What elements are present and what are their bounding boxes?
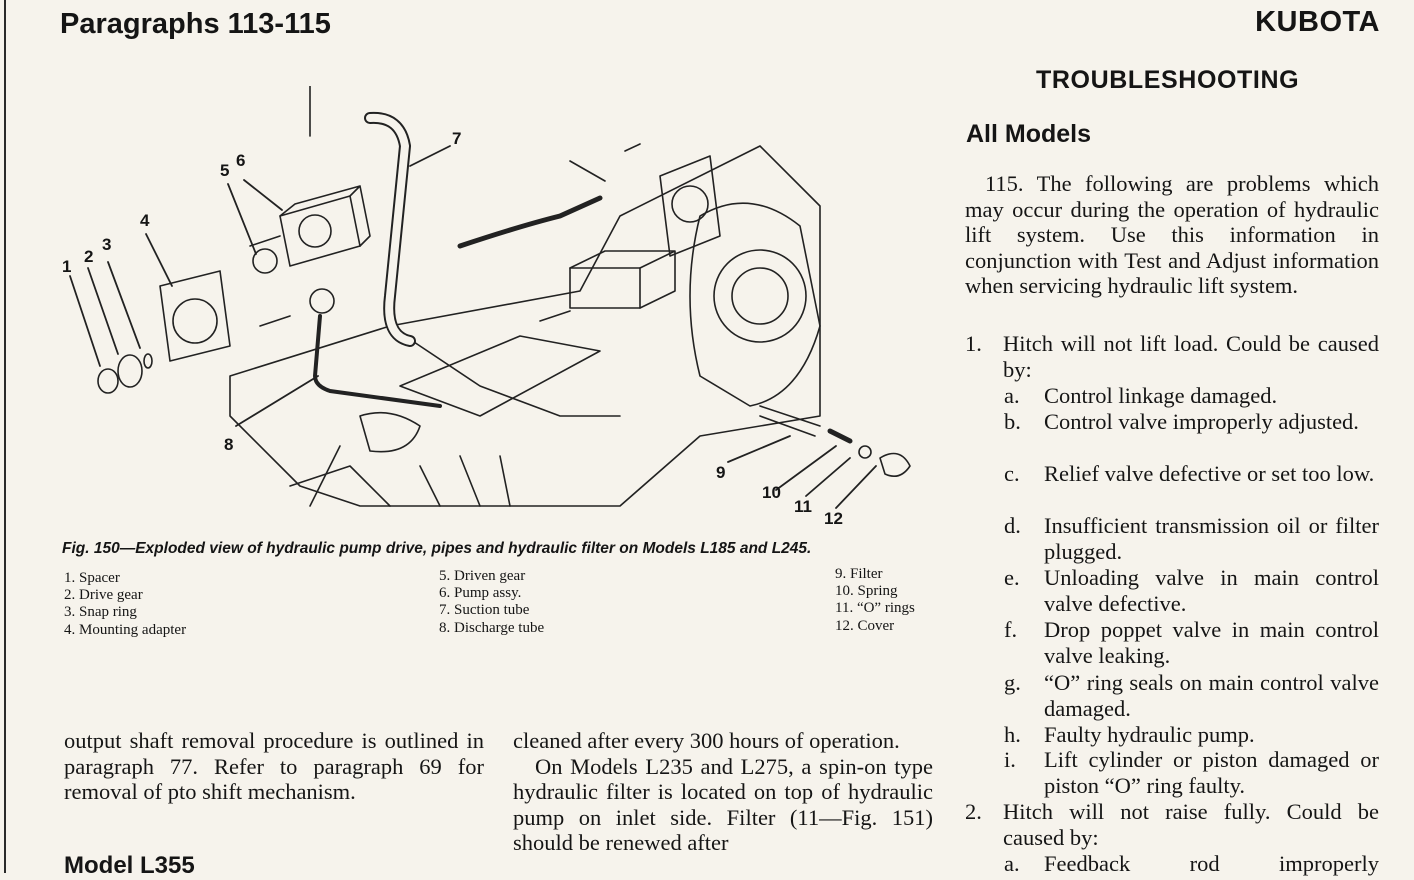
callout-8: 8 — [224, 435, 233, 454]
section-title: TROUBLESHOOTING — [1036, 66, 1300, 94]
callout-7: 7 — [452, 129, 461, 148]
list-subitem-text: Feedback rod improperly — [1044, 851, 1379, 876]
list-subitem-text: Faulty hydraulic pump. — [1044, 722, 1255, 747]
list-subitem-text: Control linkage damaged. — [1044, 383, 1278, 408]
list-subitem-text: Unloading valve in main control valve de… — [1044, 565, 1379, 616]
list-subitem-text: Relief valve defective or set too low. — [1044, 461, 1375, 486]
list-subitem-text: Control valve improperly adjusted. — [1044, 409, 1359, 434]
list-letter: i. — [1004, 747, 1016, 772]
legend-item: 8. Discharge tube — [439, 619, 545, 636]
list-subitem: h. Faulty hydraulic pump. — [1004, 722, 1379, 748]
troubleshooting-intro: 115. The following are problems which ma… — [965, 171, 1379, 299]
list-subitem: a. Control linkage damaged. — [1004, 383, 1379, 409]
callout-6: 6 — [236, 151, 245, 170]
callout-5: 5 — [220, 161, 229, 180]
paragraph: cleaned after every 300 hours of operati… — [513, 728, 900, 753]
mounting-adapter — [159, 270, 231, 362]
callout-10: 10 — [762, 483, 781, 502]
paragraph: 115. The following are problems which ma… — [965, 171, 1379, 299]
discharge-tube — [313, 314, 442, 408]
figure-legend-col2: 5. Driven gear 6. Pump assy. 7. Suction … — [439, 568, 544, 637]
list-letter: h. — [1004, 722, 1021, 747]
list-subitem-text: Lift cylinder or piston damaged or pisto… — [1044, 747, 1379, 798]
spacer — [97, 368, 119, 394]
callout-1: 1 — [62, 257, 71, 276]
callout-3: 3 — [102, 235, 111, 254]
housing-outline — [229, 145, 821, 507]
list-subitem: i. Lift cylinder or piston damaged or pi… — [1004, 747, 1379, 798]
list-number: 1. — [965, 331, 982, 356]
legend-item: 4. Mounting adapter — [64, 621, 187, 638]
figure-caption: Fig. 150—Exploded view of hydraulic pump… — [62, 540, 812, 557]
list-subitem-text: Insufficient transmission oil or filter … — [1044, 513, 1379, 564]
list-subitem-text: “O” ring seals on main control valve dam… — [1044, 670, 1379, 721]
callout-9: 9 — [716, 463, 725, 482]
list-number: 2. — [965, 799, 982, 824]
list-letter: c. — [1004, 461, 1020, 486]
callout-12: 12 — [824, 509, 843, 528]
subsection-title: All Models — [966, 120, 1092, 148]
list-subitem: c. Relief valve defective or set too low… — [1004, 461, 1379, 487]
filter-element — [759, 405, 821, 437]
filter-cover — [879, 452, 911, 477]
list-letter: f. — [1004, 617, 1018, 642]
exploded-view-illustration: 1 2 3 4 5 6 7 8 9 10 11 12 — [62, 86, 911, 528]
figure-legend-col3: 9. Filter 10. Spring 11. “O” rings 12. C… — [835, 566, 915, 635]
callout-2: 2 — [84, 247, 93, 266]
brand-header: KUBOTA — [1255, 6, 1380, 38]
column-1-text: output shaft removal procedure is outlin… — [64, 728, 484, 805]
paragraph: output shaft removal procedure is outlin… — [64, 728, 484, 805]
legend-item: 7. Suction tube — [439, 602, 530, 619]
legend-item: 11. “O” rings — [835, 600, 915, 617]
legend-item: 1. Spacer — [64, 570, 120, 586]
drive-gear — [117, 354, 143, 388]
legend-item: 5. Driven gear — [439, 568, 526, 584]
legend-item: 3. Snap ring — [64, 604, 137, 621]
list-letter: a. — [1004, 383, 1020, 408]
legend-item: 6. Pump assy. — [439, 585, 522, 602]
section-heading-model: Model L355 — [64, 852, 195, 879]
paragraph: On Models L235 and L275, a spin-on type … — [513, 753, 933, 856]
list-item-text: Hitch will not lift load. Could be cause… — [1003, 331, 1379, 382]
list-item: 2. Hitch will not raise fully. Could be … — [965, 799, 1379, 850]
list-item: 1. Hitch will not lift load. Could be ca… — [965, 331, 1379, 382]
legend-item: 10. Spring — [835, 583, 898, 600]
legend-item: 2. Drive gear — [64, 587, 143, 604]
legend-item: 12. Cover — [835, 617, 895, 634]
page-edge-rule — [4, 0, 6, 873]
column-2-text: cleaned after every 300 hours of operati… — [513, 728, 933, 856]
callout-4: 4 — [140, 211, 150, 230]
rear-cover-plate — [689, 202, 821, 407]
list-letter: e. — [1004, 565, 1020, 590]
list-letter: g. — [1004, 670, 1021, 695]
list-subitem: f. Drop poppet valve in main control val… — [1004, 617, 1379, 668]
page-title: Paragraphs 113-115 — [60, 8, 331, 40]
callout-11: 11 — [794, 497, 812, 516]
list-item-text: Hitch will not raise fully. Could be cau… — [1003, 799, 1379, 850]
list-subitem: a. Feedback rod improperly — [1004, 851, 1379, 877]
list-subitem: d. Insufficient transmission oil or filt… — [1004, 513, 1379, 564]
list-subitem: b. Control valve improperly adjusted. — [1004, 409, 1379, 435]
list-subitem: g. “O” ring seals on main control valve … — [1004, 670, 1379, 721]
list-letter: b. — [1004, 409, 1021, 434]
list-subitem-text: Drop poppet valve in main control valve … — [1044, 617, 1379, 668]
legend-item: 9. Filter — [835, 566, 883, 582]
list-letter: a. — [1004, 851, 1020, 876]
list-subitem: e. Unloading valve in main control valve… — [1004, 565, 1379, 616]
list-letter: d. — [1004, 513, 1021, 538]
figure-legend-col1: 1. Spacer 2. Drive gear 3. Snap ring 4. … — [64, 570, 186, 639]
